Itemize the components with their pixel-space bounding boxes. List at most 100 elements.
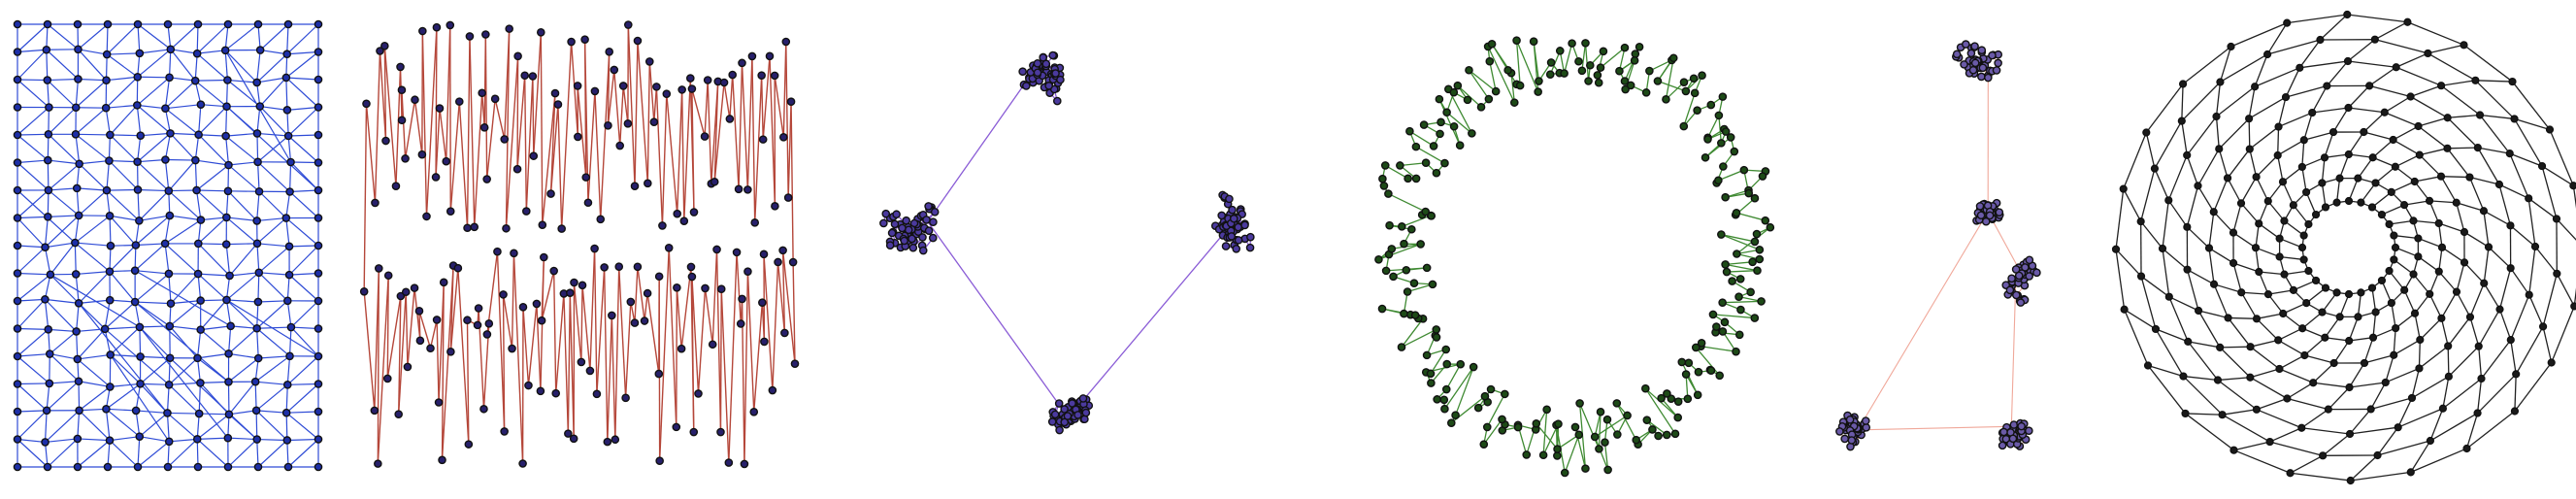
graph-edge <box>1557 434 1580 450</box>
graph-node <box>2371 308 2380 316</box>
graph-edge <box>196 414 200 440</box>
graph-edge <box>254 382 257 411</box>
graph-node <box>1752 229 1762 239</box>
graph-node <box>2204 244 2214 252</box>
graph-edge <box>49 330 78 355</box>
graph-edge <box>2391 181 2416 193</box>
graph-edge <box>254 355 290 383</box>
graph-node <box>1977 46 1987 55</box>
graph-edge <box>170 49 198 54</box>
graph-edge <box>256 217 287 245</box>
graph-node <box>783 193 793 202</box>
graph-edge <box>139 412 168 438</box>
graph-edge <box>666 93 678 215</box>
graph-edge <box>596 267 606 394</box>
graph-edge <box>168 159 196 191</box>
graph-edge <box>2528 246 2536 295</box>
graph-edge <box>2290 454 2324 474</box>
graph-node <box>2373 450 2382 460</box>
graph-node <box>1468 129 1476 138</box>
graph-edge <box>288 245 319 276</box>
graph-node <box>1455 141 1465 150</box>
graph-edge <box>2279 255 2304 261</box>
graph-node <box>282 296 292 306</box>
graph-node <box>1720 317 1730 327</box>
graph-node <box>750 218 760 227</box>
graph-node <box>133 72 143 82</box>
graph-node <box>1051 69 1060 78</box>
graph-node <box>1722 267 1732 277</box>
graph-node <box>522 207 531 216</box>
graph-edge <box>1704 136 1732 158</box>
graph-edge <box>137 132 171 163</box>
graph-edge <box>139 49 171 54</box>
graph-node <box>44 155 52 165</box>
graph-node <box>2136 272 2146 281</box>
graph-edge <box>2394 313 2416 329</box>
graph-edge <box>533 32 542 156</box>
graph-edge <box>77 353 111 360</box>
graph-edge <box>2447 316 2471 347</box>
graph-node <box>1642 416 1652 424</box>
graph-node <box>2368 333 2378 342</box>
graph-node <box>1044 82 1053 90</box>
graph-node <box>605 48 614 56</box>
graph-node <box>196 216 206 224</box>
graph-node <box>1683 394 1693 404</box>
graph-node <box>610 65 619 75</box>
graph-edge <box>729 75 734 119</box>
graph-edge <box>466 319 470 445</box>
graph-node <box>44 129 53 139</box>
graph-edge <box>255 381 288 385</box>
graph-edge <box>570 42 579 137</box>
graph-node <box>2357 198 2365 207</box>
graph-edge <box>2372 327 2396 339</box>
graph-node <box>719 78 729 87</box>
graph-node <box>410 283 419 292</box>
graph-edge <box>47 78 79 82</box>
graph-node <box>314 407 323 416</box>
graph-edge <box>2147 364 2184 378</box>
graph-node <box>2179 372 2188 381</box>
graph-edge <box>769 55 776 207</box>
graph-node <box>397 116 407 125</box>
graph-node <box>463 223 472 233</box>
graph-edge <box>286 50 319 55</box>
graph-node <box>1378 174 1387 183</box>
graph-edge <box>44 299 50 330</box>
graph-node <box>2311 276 2321 285</box>
graph-edge <box>2162 248 2188 271</box>
graph-edge <box>258 355 290 359</box>
graph-node <box>500 135 510 144</box>
graph-node <box>130 266 140 275</box>
graph-node <box>222 102 231 112</box>
graph-node <box>2289 285 2298 294</box>
graph-edge <box>288 134 319 137</box>
graph-edge <box>704 80 709 137</box>
graph-edge <box>2440 176 2458 204</box>
graph-node <box>314 130 323 140</box>
graph-edge <box>106 160 111 191</box>
graph-node <box>1437 117 1445 127</box>
graph-edge <box>225 136 230 166</box>
graph-node <box>1641 88 1651 97</box>
graph-node <box>1377 304 1387 314</box>
graph-node <box>1463 95 1472 105</box>
graph-edge <box>2332 107 2350 133</box>
graph-node <box>1039 52 1047 62</box>
graph-node <box>71 130 81 139</box>
graph-edge <box>2393 258 2414 276</box>
graph-edge <box>1533 41 1540 82</box>
graph-edge <box>2197 310 2229 319</box>
graph-edge <box>2284 270 2309 276</box>
graph-edge <box>109 440 139 468</box>
graph-node <box>1977 72 1986 82</box>
graph-edge <box>1718 169 1745 182</box>
graph-edge <box>78 189 108 216</box>
graph-node <box>770 71 779 81</box>
graph-node <box>224 410 234 419</box>
graph-node <box>1984 73 1993 83</box>
graph-edge <box>2463 261 2485 284</box>
graph-edge <box>225 106 228 137</box>
graph-edge <box>227 190 258 221</box>
